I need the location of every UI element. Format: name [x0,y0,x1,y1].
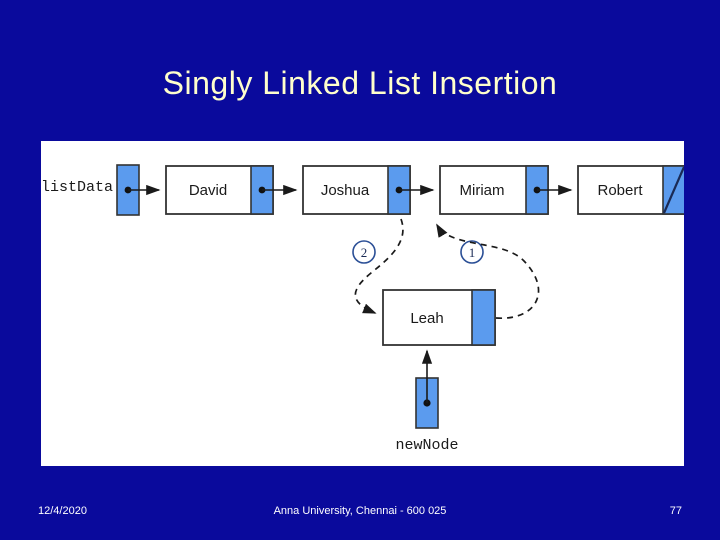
node-label-joshua: Joshua [321,182,370,199]
step-number-2: 2 [361,245,368,260]
null-pointer-slash-icon [662,166,684,214]
diagram-canvas: listData David Joshua [41,164,684,454]
page-title: Singly Linked List Insertion [162,65,558,102]
step-number-1: 1 [469,245,476,260]
footer-page-number: 77 [669,505,682,517]
step-marker-1: 1 [460,240,484,264]
node-label-leah: Leah [410,310,443,327]
inserted-node-leah: Leah [382,289,496,346]
list-head-label: listData [41,179,113,196]
node-label-david: David [189,182,227,199]
slide-footer: 12/4/2020 Anna University, Chennai - 600… [0,505,720,529]
list-node-robert: Robert [577,165,684,215]
list-head-pointer-box [116,164,161,216]
node-label-miriam: Miriam [460,182,505,199]
list-node-miriam: Miriam [439,165,573,215]
footer-date: 12/4/2020 [38,505,87,517]
insertion-link-curve-2 [354,218,404,314]
step-marker-2: 2 [352,240,376,264]
footer-organization: Anna University, Chennai - 600 025 [273,505,447,517]
list-node-joshua: Joshua [302,165,435,215]
insertion-link-curve-1 [436,223,540,319]
node-label-robert: Robert [597,182,643,199]
new-node-label: newNode [395,437,458,454]
linked-list-diagram: listData David Joshua [41,141,684,466]
new-node-pointer-box [415,349,439,429]
list-node-david: David [165,165,298,215]
